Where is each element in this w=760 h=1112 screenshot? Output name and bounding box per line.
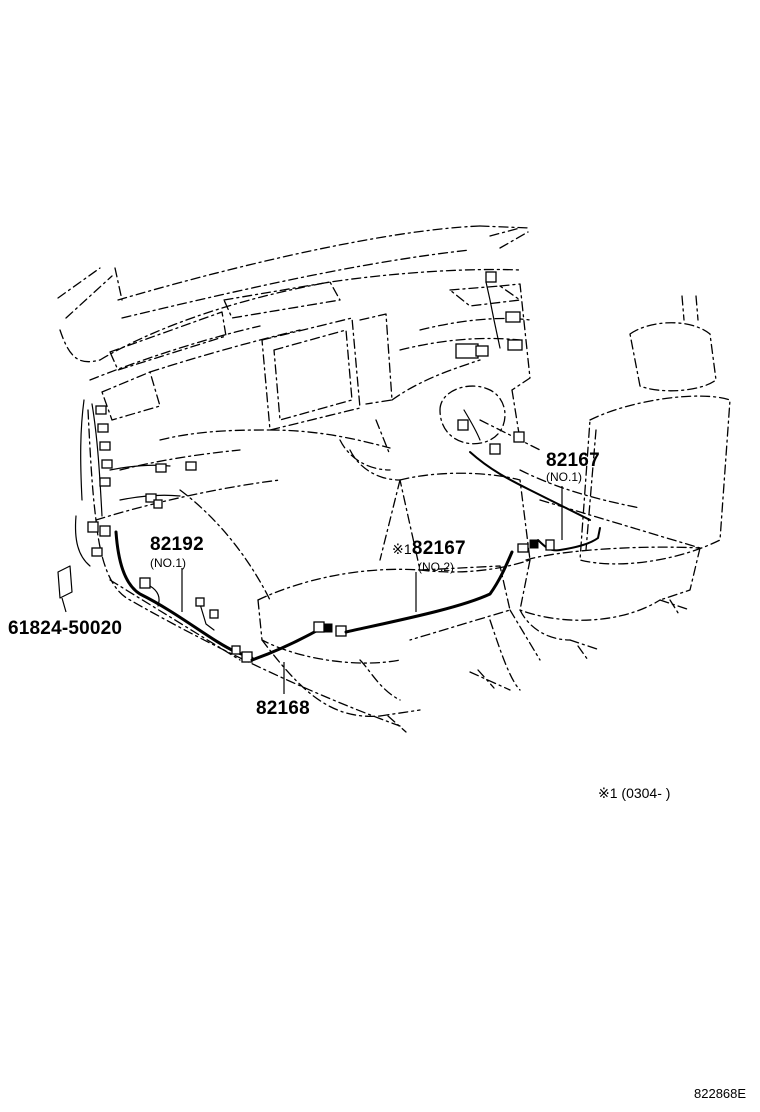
- illustration-code: 822868E: [694, 1086, 747, 1101]
- instrument-harness: [455, 271, 525, 455]
- wire-82192: [114, 530, 254, 663]
- driver-seat-outline: [257, 472, 541, 733]
- part-label-82167-no1: 82167: [546, 450, 600, 471]
- passenger-seat-outline: [519, 295, 731, 661]
- part-sub-82167-no2: (NO.2): [418, 560, 454, 574]
- part-sub-82167-no1: (NO.1): [546, 470, 582, 484]
- leader-lines: [61, 486, 563, 694]
- part-label-82168: 82168: [256, 698, 310, 719]
- steering-column-outline: [349, 385, 506, 481]
- part-number-82167-no2: 82167: [411, 538, 466, 559]
- part-label-82192: 82192: [150, 534, 204, 555]
- part-label-82167-no2: ※182167: [392, 538, 466, 560]
- dashboard-outline: [87, 268, 541, 601]
- wire-82167-no2: [344, 539, 539, 634]
- part-prefix-82167-no2: ※1: [392, 541, 412, 557]
- part-label-61824-50020: 61824-50020: [8, 618, 123, 639]
- part-61824-50020-plate: [57, 565, 73, 599]
- part-sub-82192: (NO.1): [150, 556, 186, 570]
- a-pillar-outline: [57, 267, 123, 363]
- footnote: ※1 (0304- ): [598, 785, 671, 801]
- floor-outline: [95, 469, 701, 727]
- left-harness: [74, 399, 197, 567]
- windshield-outline: [117, 225, 531, 319]
- wire-82167-no1: [469, 451, 601, 552]
